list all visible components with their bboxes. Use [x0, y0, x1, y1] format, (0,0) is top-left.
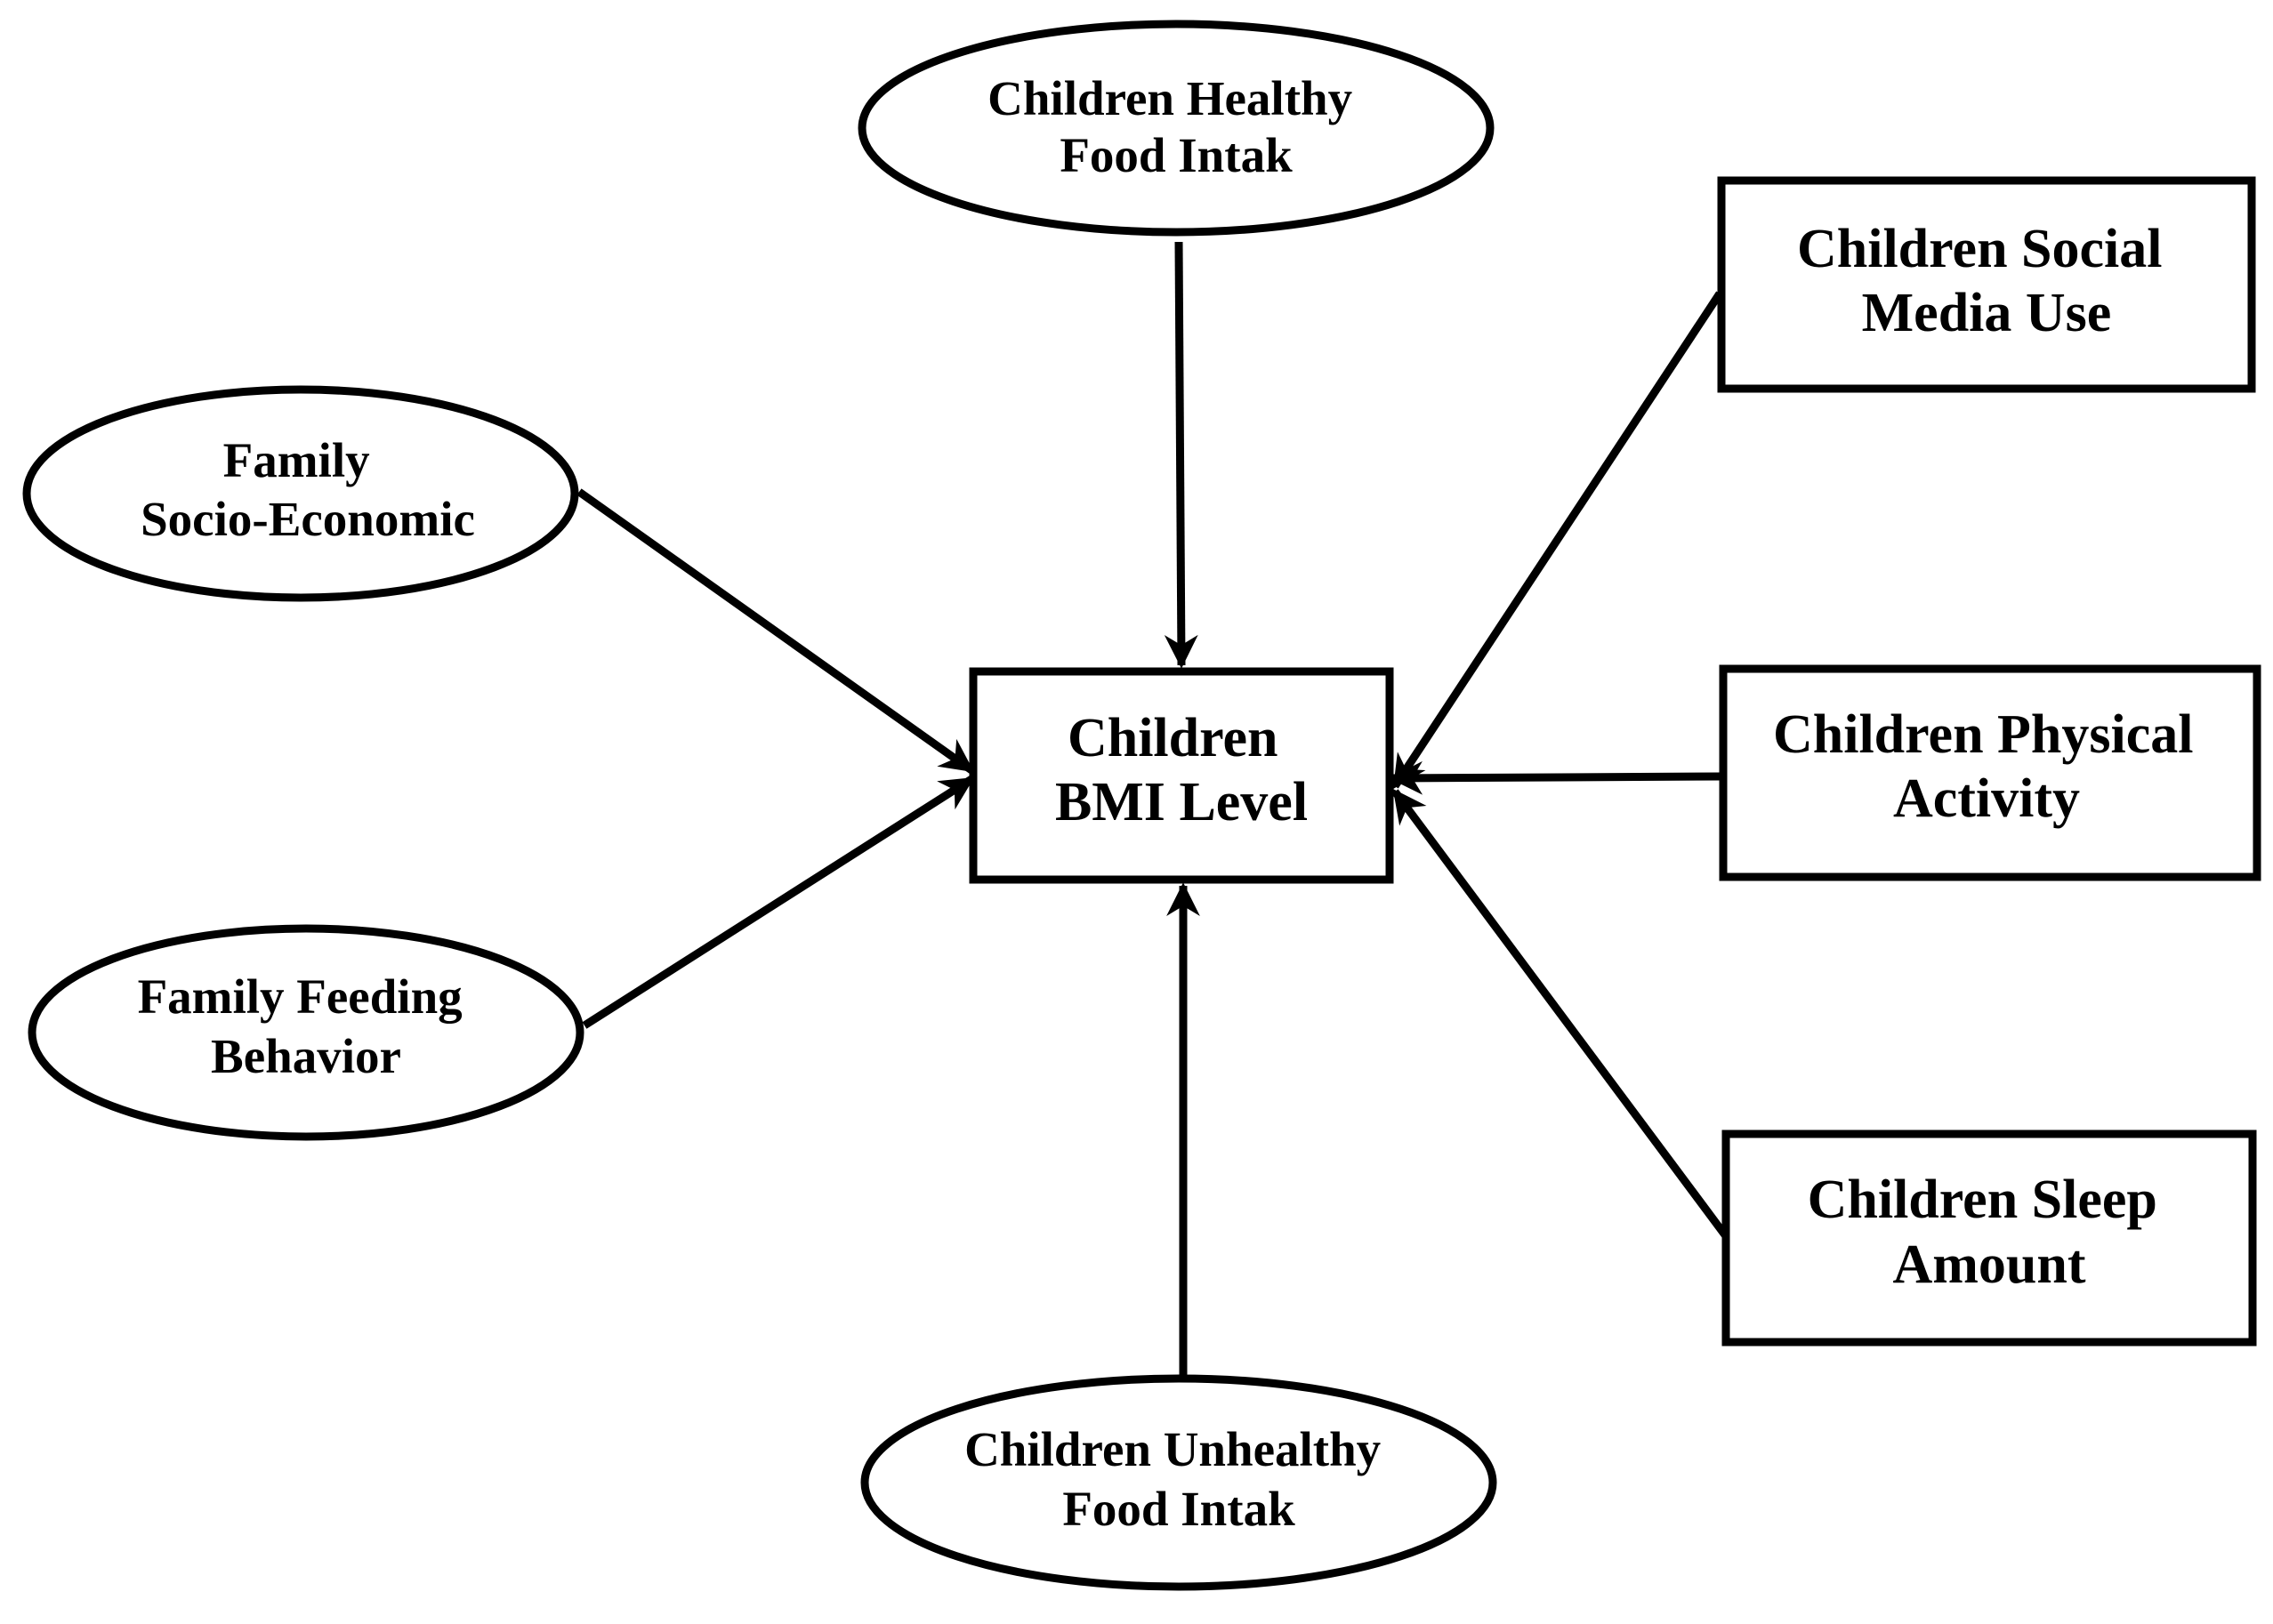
- ellipse-shape: [858, 20, 1495, 237]
- node-children-bmi-level: Children BMI Level: [969, 667, 1394, 884]
- svg-text:Family Socio-Economic: Family Socio-Economic: [141, 433, 475, 546]
- node-label-line: Food Intak: [1062, 1482, 1295, 1536]
- node-label-line: Children Sleep: [1808, 1170, 2157, 1230]
- svg-text:Children Social Media Us: Children Social Media Use: [1797, 219, 2176, 343]
- node-family-feeding-behavior: Family Feeding Behavior: [28, 924, 584, 1141]
- node-children-unhealthy-food-intak: Children Unhealthy Food Intak: [860, 1374, 1497, 1591]
- ellipse-shape: [860, 1374, 1497, 1591]
- node-label-line: Children Physical: [1773, 704, 2194, 765]
- edge-physical-activity-to-bmi: [1389, 760, 1722, 795]
- node-label-line: Behavior: [211, 1029, 401, 1083]
- node-label-line: Amount: [1892, 1234, 2085, 1295]
- rectangle-shape: [969, 667, 1394, 884]
- edge-feeding-behavior-to-bmi: [582, 776, 975, 1029]
- svg-text:Children Physical Activi: Children Physical Activity: [1773, 704, 2207, 829]
- svg-text:Children Unhealthy Food: Children Unhealthy Food Intak: [964, 1422, 1393, 1536]
- node-label-line: Children Unhealthy: [964, 1422, 1381, 1476]
- rectangle-shape: [1721, 1130, 2257, 1347]
- node-label-line: Media Use: [1862, 283, 2112, 343]
- ellipse-shape: [22, 385, 579, 602]
- node-label-line: Family: [223, 433, 370, 487]
- svg-text:Children BMI Level: Children BMI Level: [1055, 708, 1308, 832]
- edge-healthy-food-to-bmi: [1164, 241, 1198, 669]
- node-label-line: Children Social: [1797, 219, 2163, 279]
- node-children-sleep-amount: Children Sleep Amount: [1721, 1130, 2257, 1347]
- ellipse-shape: [28, 924, 584, 1141]
- edges: [576, 241, 1729, 1377]
- node-label-line: Food Intak: [1060, 128, 1293, 182]
- svg-text:Family Feeding Behavior: Family Feeding Behavior: [138, 969, 475, 1083]
- node-children-physical-activity: Children Physical Activity: [1719, 664, 2261, 881]
- edge-sleep-amount-to-bmi: [1391, 788, 1729, 1239]
- rectangle-shape: [1717, 176, 2256, 393]
- node-children-healthy-food-intak: Children Healthy Food Intak: [858, 20, 1495, 237]
- node-label-line: Children: [1068, 708, 1278, 768]
- node-children-social-media-use: Children Social Media Use: [1717, 176, 2256, 393]
- node-label-line: Family Feeding: [138, 969, 463, 1024]
- svg-text:Children Sleep Amount: Children Sleep Amount: [1808, 1170, 2172, 1295]
- node-family-socio-economic: Family Socio-Economic: [22, 385, 579, 602]
- svg-text:Children Healthy Food In: Children Healthy Food Intak: [987, 71, 1365, 182]
- node-label-line: Activity: [1893, 768, 2080, 829]
- edge-socio-economic-to-bmi: [576, 488, 975, 774]
- node-label-line: Children Healthy: [987, 71, 1352, 125]
- edge-social-media-to-bmi: [1391, 291, 1723, 790]
- rectangle-shape: [1719, 664, 2261, 881]
- node-label-line: BMI Level: [1055, 772, 1308, 832]
- node-label-line: Socio-Economic: [141, 492, 475, 546]
